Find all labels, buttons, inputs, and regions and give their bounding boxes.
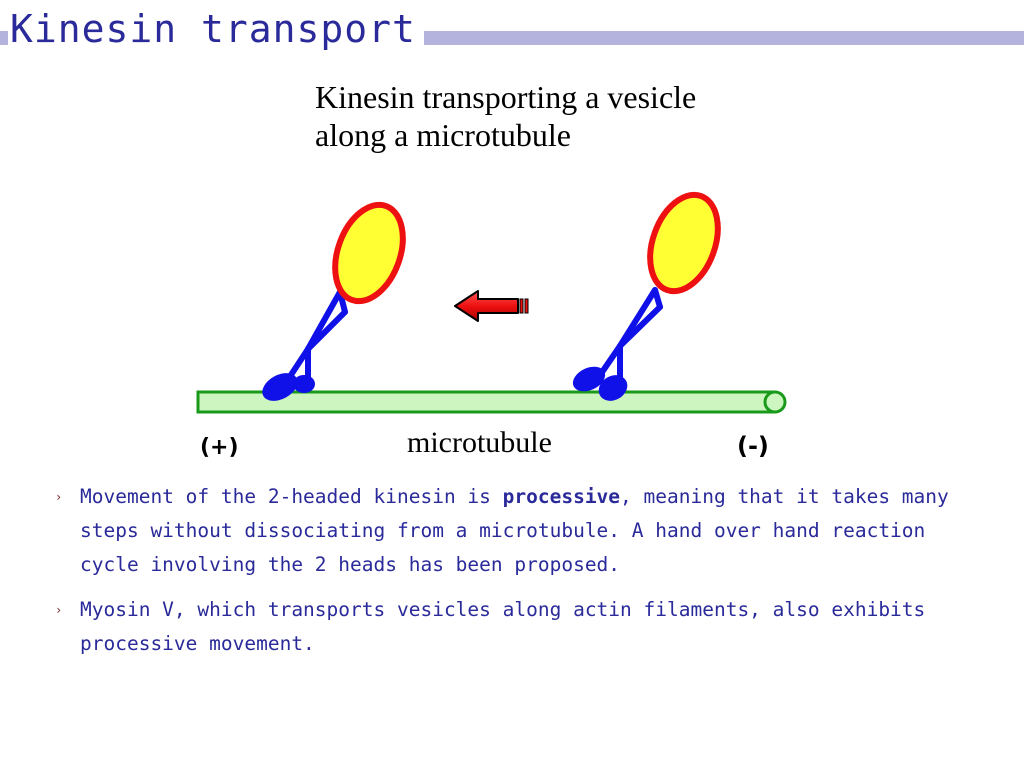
microtubule	[196, 390, 787, 414]
kinesin-right-head-front	[598, 375, 628, 401]
kinesin-left-stalk	[284, 289, 348, 386]
kinesin-motor-left	[262, 201, 406, 401]
slide-title: Kinesin transport	[8, 4, 424, 54]
kinesin-left-head-back	[293, 375, 315, 393]
direction-arrow-left-icon	[454, 290, 529, 322]
vesicle-left	[332, 201, 406, 305]
kinesin-right-stalk	[595, 287, 663, 389]
microtubule-label: microtubule	[407, 426, 552, 459]
kinesin-diagram: (+) microtubule (-)	[196, 191, 787, 460]
bullet-item-myosin: › Myosin V, which transports vesicles al…	[55, 593, 995, 661]
bullet-item-processive: › Movement of the 2-headed kinesin is pr…	[55, 480, 995, 582]
bullet-1-bold-term: processive	[502, 485, 621, 508]
minus-end-label: (-)	[737, 432, 769, 460]
bullet-1-text-before: Movement of the 2-headed kinesin is	[80, 485, 503, 508]
caption-line-2: along a microtubule	[315, 117, 571, 153]
plus-end-label: (+)	[200, 435, 239, 460]
bullet-1-text-after: , meaning that it takes many steps witho…	[80, 485, 949, 576]
microtubule-end-cap	[763, 390, 787, 414]
bullet-2-text: Myosin V, which transports vesicles alon…	[80, 598, 926, 655]
bullet-triangle-icon: ›	[55, 603, 63, 617]
vesicle-right	[647, 191, 721, 295]
bullet-list: › Movement of the 2-headed kinesin is pr…	[55, 480, 995, 672]
kinesin-motor-right	[572, 191, 721, 401]
diagram-caption: Kinesin transporting a vesicle along a m…	[315, 78, 835, 154]
kinesin-left-head-front	[262, 373, 298, 401]
kinesin-right-head-back	[572, 366, 606, 392]
bullet-triangle-icon: ›	[55, 490, 63, 504]
caption-line-1: Kinesin transporting a vesicle	[315, 79, 697, 115]
